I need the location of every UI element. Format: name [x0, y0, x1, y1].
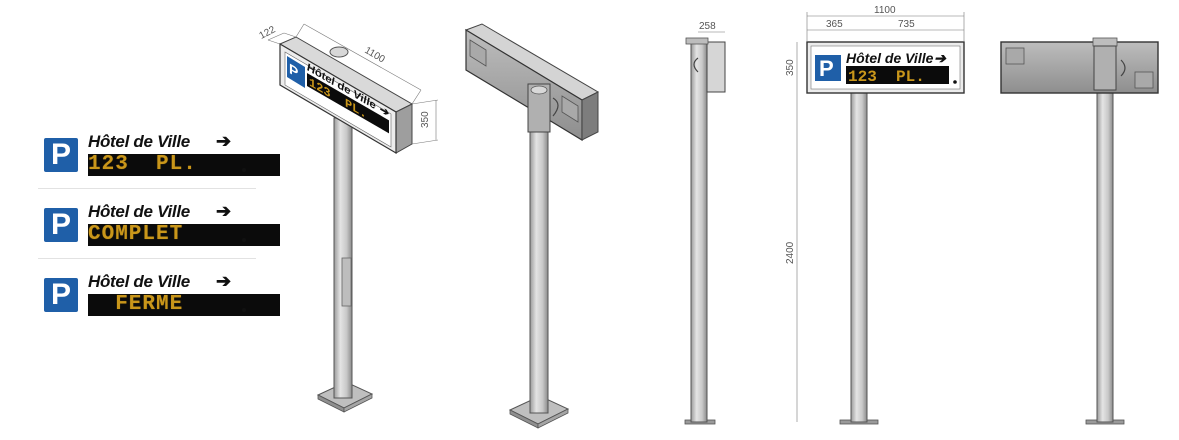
parking-icon: P	[44, 138, 78, 172]
dim-sign-height: 350	[785, 59, 796, 76]
panel-destination: Hôtel de Ville	[88, 132, 190, 151]
svg-text:P: P	[289, 61, 298, 82]
led-display: FERME	[88, 294, 280, 316]
arrow-right-icon: ➔	[216, 201, 232, 221]
pole	[850, 92, 868, 423]
arrow-right-icon: ➔	[216, 131, 232, 151]
parking-icon: P	[44, 208, 78, 242]
sign-end	[395, 103, 413, 154]
mounting-bracket	[1093, 45, 1117, 91]
sign-side	[706, 41, 726, 93]
led-text: COMPLET	[88, 223, 184, 246]
sensor-dot	[242, 238, 246, 242]
mounting-bracket	[527, 83, 551, 133]
arrow-right-icon: ➔	[934, 50, 947, 66]
sign-destination: Hôtel de Ville	[846, 50, 934, 66]
dim-width: 1100	[363, 45, 388, 65]
led-text: FERME	[88, 293, 184, 316]
led-text: 123 PL.	[88, 153, 197, 176]
front-view: P Hôtel de Ville ➔ 123 PL. 1100 365 735 …	[785, 5, 965, 425]
dim-depth: 258	[699, 21, 716, 32]
iso-view-rear	[464, 23, 600, 429]
dim-height: 350	[420, 111, 431, 128]
sensor-dot	[242, 308, 246, 312]
led-text: 123 PL.	[848, 68, 925, 86]
led-display	[307, 73, 389, 134]
dim-pole-height: 2400	[785, 241, 796, 264]
svg-text:P: P	[819, 56, 834, 81]
access-hatch	[341, 257, 352, 307]
pole	[529, 109, 549, 414]
parking-icon	[287, 56, 305, 88]
parking-icon: P	[44, 278, 78, 312]
access-panel	[1134, 71, 1154, 89]
led-display: 123 PL.	[88, 154, 280, 176]
sensor-dot	[953, 80, 957, 84]
arrow-right-icon: ➔	[216, 271, 232, 291]
led-display	[846, 66, 949, 84]
divider	[38, 188, 256, 189]
dim-depth: 122	[258, 24, 278, 42]
panel-status-full: P Hôtel de Ville ➔ COMPLET	[44, 201, 280, 246]
dim-right: 735	[898, 19, 915, 30]
panel-destination: Hôtel de Ville	[88, 272, 190, 291]
access-panel	[1005, 47, 1025, 65]
pole-cap	[329, 46, 349, 58]
iso-view-front: P Hôtel de Ville ➔ 123 PL. 1100 122 350	[258, 23, 439, 413]
sensor-dot	[242, 168, 246, 172]
dim-width: 1100	[874, 5, 896, 16]
dim-left: 365	[826, 19, 843, 30]
panel-status-count: P Hôtel de Ville ➔ 123 PL.	[44, 131, 280, 176]
pole	[690, 41, 708, 423]
side-view: 258	[684, 21, 726, 425]
divider	[38, 258, 256, 259]
panel-status-closed: P Hôtel de Ville ➔ FERME	[44, 271, 280, 316]
panel-destination: Hôtel de Ville	[88, 202, 190, 221]
sign-back	[1000, 41, 1159, 94]
access-panel	[469, 39, 487, 67]
pole	[1096, 41, 1114, 423]
access-panel	[561, 95, 579, 123]
arrow-right-icon: ➔	[379, 101, 389, 120]
led-display: COMPLET	[88, 224, 280, 246]
rear-view	[1000, 37, 1159, 425]
parking-icon	[815, 55, 841, 81]
